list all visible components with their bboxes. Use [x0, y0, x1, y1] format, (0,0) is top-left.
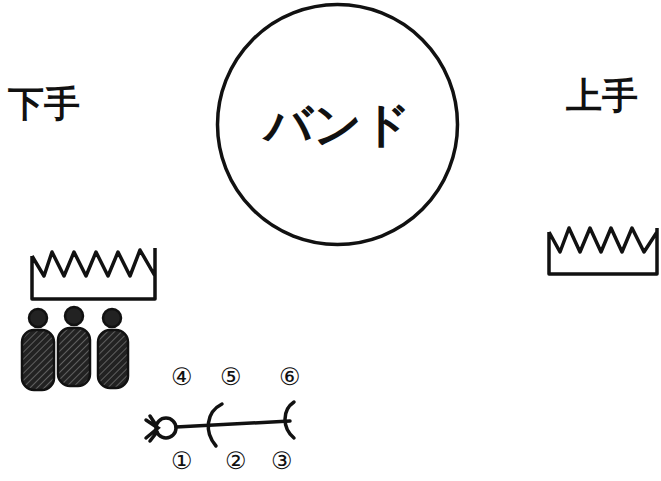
node-text: バンド [264, 98, 411, 151]
band-circle: バンド [215, 2, 460, 247]
stage-side-label: 上手 [566, 76, 638, 116]
circle-shape [218, 5, 458, 245]
callout-number: ② [225, 448, 247, 474]
callout-number: ⑤ [220, 364, 242, 390]
callout-number: ① [171, 448, 193, 474]
stage-side-label: 下手 [8, 84, 80, 124]
callout-number: ⑥ [279, 364, 301, 390]
node-content: バンド [215, 2, 460, 247]
lying-figure [146, 402, 294, 446]
callout-number: ③ [271, 448, 293, 474]
crown-riser [549, 228, 657, 274]
callout-number: ④ [171, 364, 193, 390]
crown-riser [32, 248, 155, 299]
standing-people [22, 307, 128, 390]
